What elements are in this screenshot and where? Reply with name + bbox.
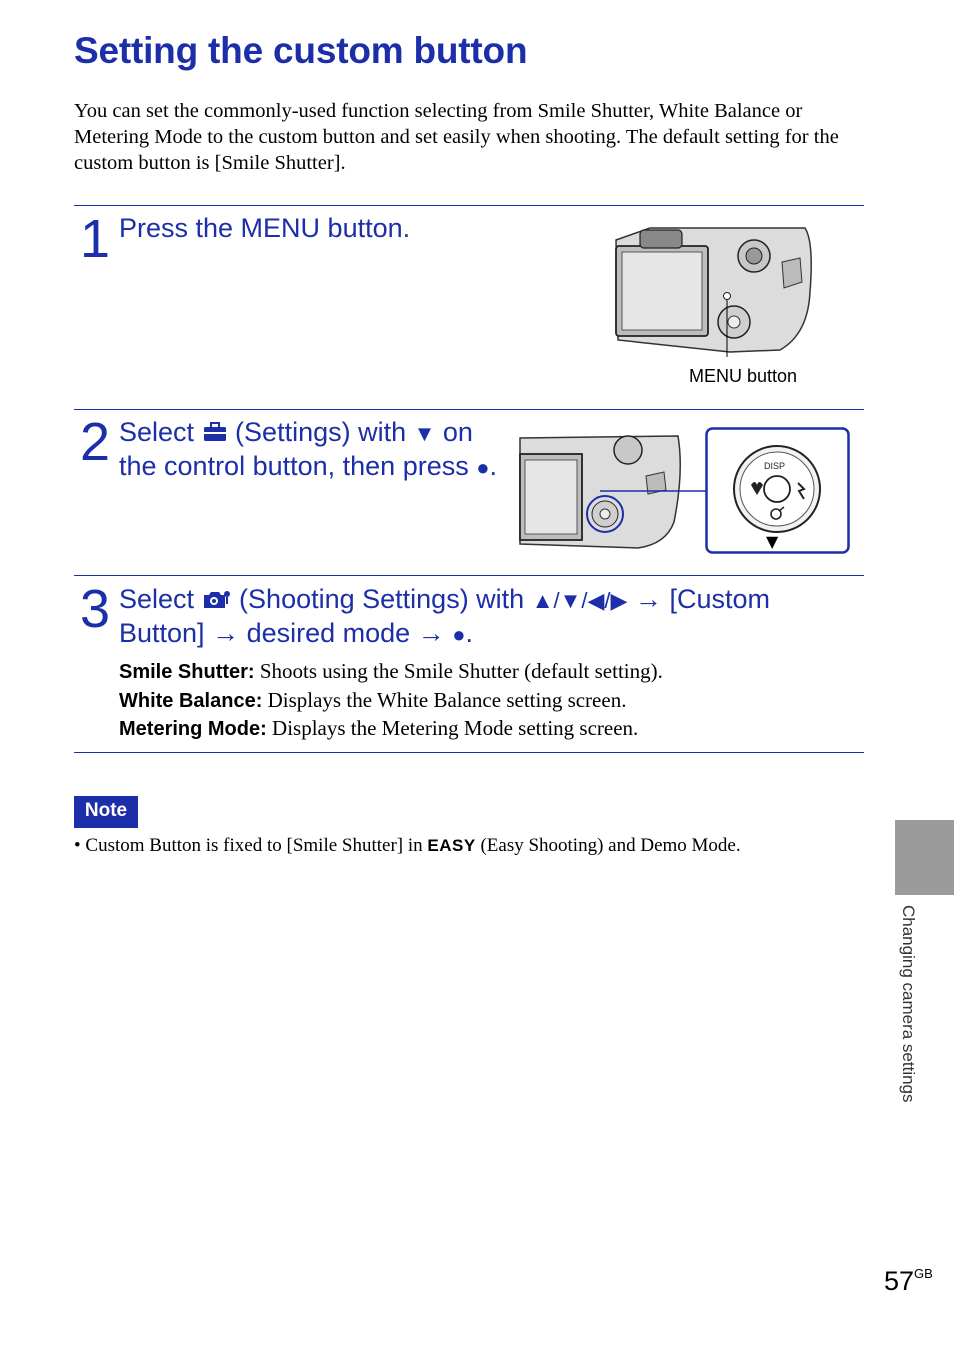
step-text-part: desired mode	[246, 618, 411, 648]
section-tab	[895, 820, 954, 895]
divider	[74, 409, 864, 410]
option-item: White Balance: Displays the White Balanc…	[119, 687, 859, 716]
step-text: Press the MENU button.	[119, 213, 411, 243]
step-text-part: on the control button, then press	[119, 417, 477, 481]
easy-mode-icon: EASY	[427, 836, 476, 855]
step-text: Select (Settings) with ▼ on the control …	[119, 416, 499, 484]
page-number-value: 57	[884, 1266, 915, 1296]
camera-control-illustration	[519, 435, 681, 549]
divider	[74, 575, 864, 576]
note-text-part: (Easy Shooting) and Demo Mode.	[475, 835, 741, 856]
option-term: Smile Shutter:	[119, 661, 255, 683]
note-text-part: Custom Button is fixed to [Smile Shutter…	[80, 835, 428, 856]
intro-paragraph: You can set the commonly-used function s…	[74, 100, 839, 174]
step-text-part: (Shooting Settings) with	[231, 584, 532, 614]
step-text-part: .	[465, 618, 474, 648]
arrow-separator: →	[627, 584, 670, 614]
control-button-closeup	[705, 427, 850, 554]
down-arrow-icon: ▼	[413, 421, 436, 446]
direction-arrows-icon: ▲/▼/◀/▶	[531, 588, 628, 613]
option-term: White Balance:	[119, 689, 263, 712]
arrow-separator: →	[204, 618, 247, 648]
step-text-part: .	[489, 451, 498, 481]
section-label: Changing camera settings	[899, 905, 918, 1103]
menu-button-callout: MENU button	[689, 366, 798, 386]
divider	[74, 752, 864, 753]
step-number: 3	[80, 579, 111, 639]
arrow-separator: →	[410, 618, 453, 648]
camera-rear-illustration	[615, 227, 812, 357]
page-suffix: GB	[914, 1266, 933, 1281]
note-badge: Note	[74, 796, 138, 828]
bullet: •	[74, 835, 81, 856]
step-text-part: Select	[119, 584, 202, 614]
step-text-part: (Settings) with	[227, 417, 414, 447]
step-text: Select (Shooting Settings) with ▲/▼/◀/▶ …	[119, 583, 849, 651]
step-text-part: Select	[119, 417, 202, 447]
step-number: 1	[80, 209, 111, 269]
note-text: • Custom Button is fixed to [Smile Shutt…	[74, 833, 864, 859]
option-desc: Displays the White Balance setting scree…	[262, 687, 627, 712]
option-desc: Displays the Metering Mode setting scree…	[266, 716, 639, 740]
center-button-icon: ●	[476, 455, 490, 480]
settings-toolbox-icon	[203, 422, 226, 441]
option-list: Smile Shutter: Shoots using the Smile Sh…	[119, 658, 859, 744]
step-number: 2	[80, 412, 111, 472]
center-button-icon: ●	[452, 622, 466, 647]
page-title: Setting the custom button	[74, 30, 528, 71]
option-desc: Shoots using the Smile Shutter (default …	[254, 659, 663, 683]
step-text-part: [Custom Button]	[119, 584, 770, 648]
down-arrow-icon: ▼	[766, 532, 779, 551]
option-item: Metering Mode: Displays the Metering Mod…	[119, 715, 859, 744]
option-term: Metering Mode:	[119, 718, 267, 740]
divider	[74, 205, 864, 206]
shooting-settings-camera-icon	[203, 591, 230, 608]
option-item: Smile Shutter: Shoots using the Smile Sh…	[119, 658, 859, 687]
disp-label: DISP	[764, 461, 786, 471]
page-number: 57GB	[884, 1266, 933, 1297]
connector-line	[600, 490, 708, 492]
